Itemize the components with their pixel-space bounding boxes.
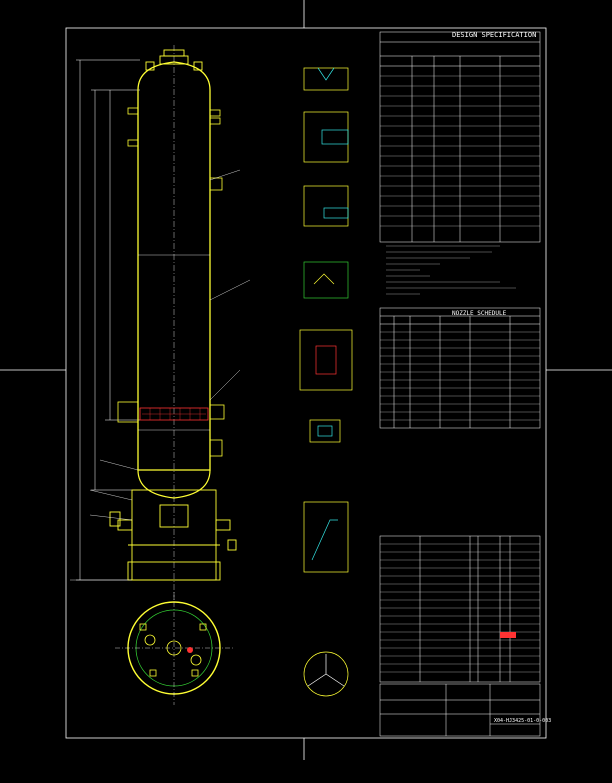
vessel-elevation: [70, 45, 251, 600]
nozzle-rows: [380, 331, 540, 421]
drawing-number: X04-HJ3425-01-0-003: [494, 718, 552, 724]
sheet-frame: [0, 0, 612, 760]
nozzle-schedule-table: [379, 307, 541, 429]
nozzle-schedule-title: NOZZLE SCHEDULE: [452, 310, 507, 317]
design-spec-table: [379, 31, 541, 243]
plan-view: [115, 592, 233, 705]
parts-highlight: [500, 632, 516, 638]
section-details: [299, 67, 353, 697]
spec-rows: [380, 75, 540, 227]
parts-list-table: [379, 535, 541, 683]
spec-title: DESIGN SPECIFICATION: [452, 31, 537, 39]
title-block: [379, 683, 541, 737]
technical-notes: [386, 245, 516, 295]
